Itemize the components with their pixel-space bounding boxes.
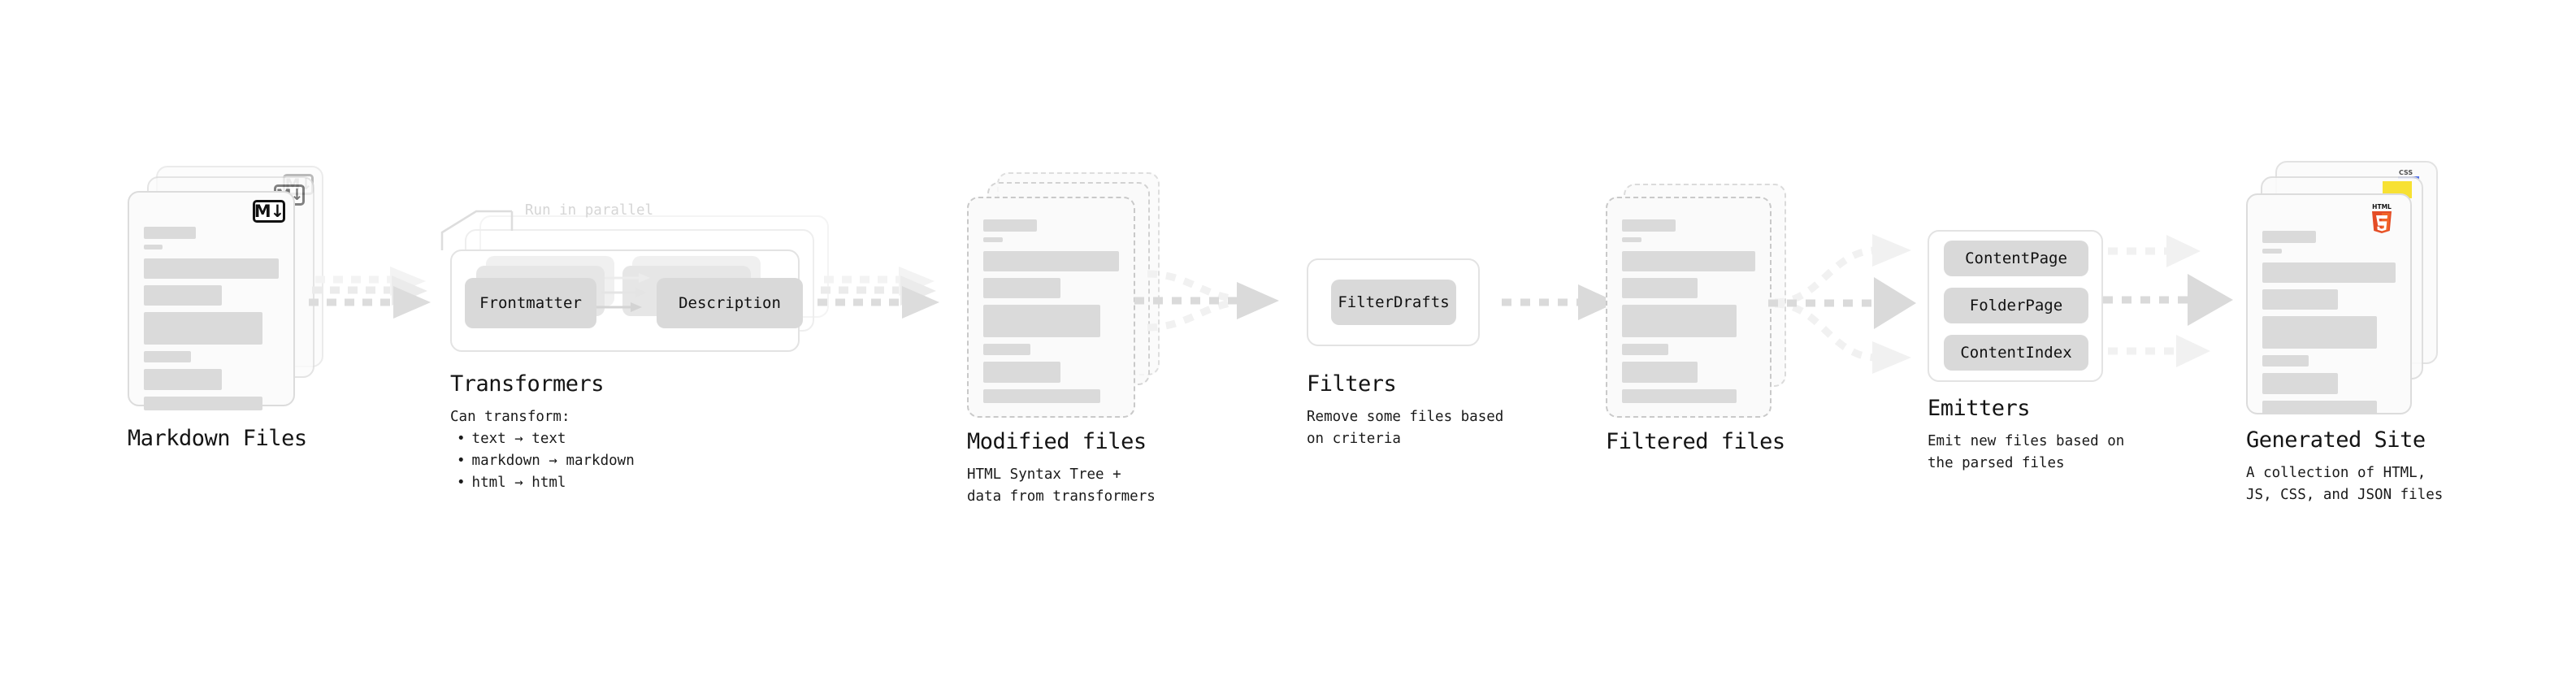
arrow-markdown-to-transformers bbox=[309, 267, 431, 319]
arrow-modified-to-filters bbox=[1134, 270, 1279, 332]
html5-logo-icon: HTML bbox=[2372, 203, 2392, 233]
list-item: text → text bbox=[450, 428, 635, 450]
transformer-chip-frontmatter[interactable]: Frontmatter bbox=[465, 278, 596, 328]
generated-site-title: Generated Site bbox=[2246, 427, 2426, 453]
run-in-parallel-leader bbox=[440, 210, 514, 250]
transformer-chip-label: Frontmatter bbox=[479, 294, 582, 312]
emitter-chip-label: ContentPage bbox=[1965, 249, 2067, 267]
markdown-card-front: M↓ bbox=[128, 191, 295, 410]
arrow-filtered-to-emitters bbox=[1768, 234, 1916, 374]
filtered-card-front bbox=[1606, 197, 1772, 418]
transformer-chip-description[interactable]: Description bbox=[657, 278, 803, 328]
arrow-emitters-to-site bbox=[2103, 235, 2233, 367]
card-skeleton-lines bbox=[144, 227, 279, 410]
transformer-chip-label: Description bbox=[679, 294, 781, 312]
card-skeleton-lines bbox=[2262, 231, 2396, 414]
modified-card-front bbox=[967, 197, 1135, 418]
emitter-chip-label: FolderPage bbox=[1969, 297, 2063, 314]
svg-text:HTML: HTML bbox=[2372, 203, 2392, 210]
transformers-caption-lead: Can transform: bbox=[450, 409, 570, 425]
emitter-chip-folderpage[interactable]: FolderPage bbox=[1944, 288, 2088, 323]
generated-card-front: HTML bbox=[2246, 193, 2412, 414]
list-item: markdown → markdown bbox=[450, 450, 635, 472]
run-in-parallel-label: Run in parallel bbox=[525, 202, 654, 219]
list-item: html → html bbox=[450, 472, 635, 494]
card-skeleton-lines bbox=[1622, 219, 1755, 403]
filter-chip-label: FilterDrafts bbox=[1338, 293, 1450, 311]
emitter-chip-contentindex[interactable]: ContentIndex bbox=[1944, 335, 2088, 371]
filter-chip-filterdrafts[interactable]: FilterDrafts bbox=[1331, 280, 1456, 325]
generated-site-caption: A collection of HTML, JS, CSS, and JSON … bbox=[2246, 465, 2444, 504]
markdown-logo-icon: M↓ bbox=[253, 200, 285, 223]
arrow-filters-to-filtered bbox=[1502, 284, 1617, 320]
filters-caption: Remove some files based on criteria bbox=[1307, 409, 1504, 448]
emitters-title: Emitters bbox=[1928, 396, 2031, 421]
filters-title: Filters bbox=[1307, 371, 1397, 397]
transformers-caption: Can transform: text → text markdown → ma… bbox=[450, 406, 635, 495]
filtered-files-title: Filtered files bbox=[1606, 429, 1785, 454]
markdown-files-title: Markdown Files bbox=[128, 426, 307, 451]
emitter-chip-label: ContentIndex bbox=[1960, 344, 2072, 362]
transformer-internal-arrows bbox=[590, 273, 650, 312]
svg-text:CSS: CSS bbox=[2399, 169, 2413, 176]
card-skeleton-lines bbox=[983, 219, 1119, 403]
modified-files-caption: HTML Syntax Tree + data from transformer… bbox=[967, 466, 1156, 505]
emitters-caption: Emit new files based on the parsed files bbox=[1928, 433, 2125, 472]
transformers-title: Transformers bbox=[450, 371, 605, 397]
transformers-caption-list: text → text markdown → markdown html → h… bbox=[450, 428, 635, 494]
emitter-chip-contentpage[interactable]: ContentPage bbox=[1944, 241, 2088, 276]
modified-files-title: Modified files bbox=[967, 429, 1147, 454]
arrow-transformers-to-modified bbox=[817, 267, 939, 319]
